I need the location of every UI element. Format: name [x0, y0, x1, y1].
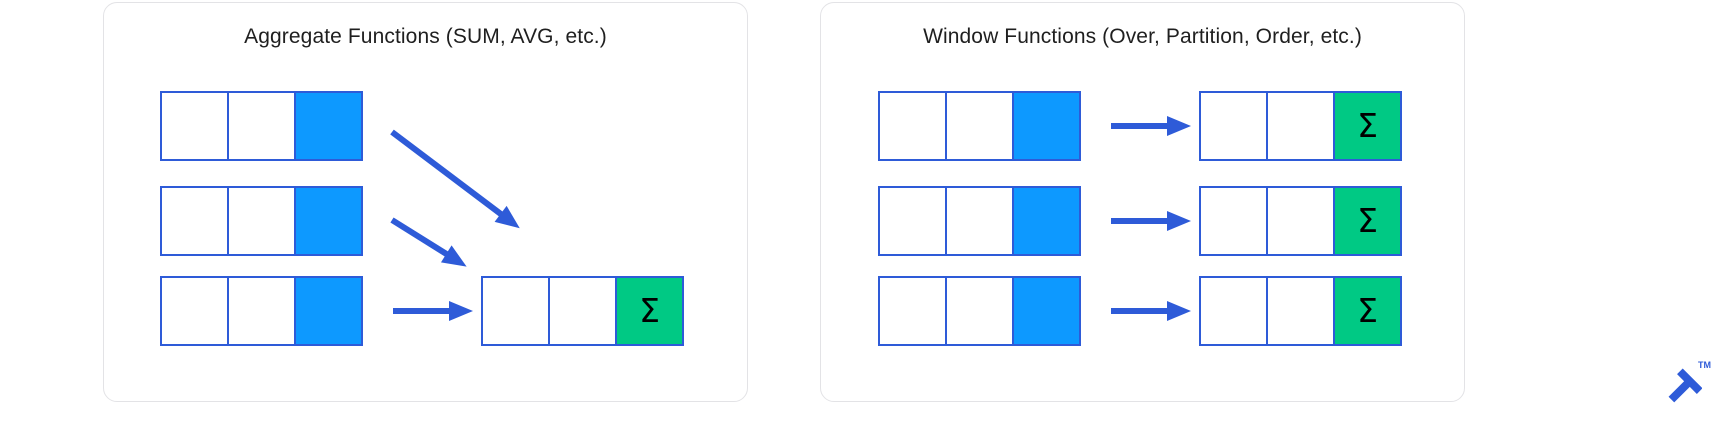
table-row-result: Σ — [481, 276, 684, 346]
sigma-icon: Σ — [1357, 105, 1378, 145]
table-row — [160, 91, 363, 161]
table-cell-value — [294, 276, 363, 346]
table-cell-empty — [945, 276, 1014, 346]
table-cell-value — [1012, 91, 1081, 161]
sigma-icon: Σ — [1357, 290, 1378, 330]
panel-title-window: Window Functions (Over, Partition, Order… — [923, 25, 1362, 48]
table-cell-empty — [878, 276, 947, 346]
table-cell-empty — [160, 276, 229, 346]
table-cell-result: Σ — [1333, 276, 1402, 346]
table-cell-empty — [1199, 91, 1268, 161]
table-cell-empty — [160, 186, 229, 256]
panel-title-aggregate: Aggregate Functions (SUM, AVG, etc.) — [244, 25, 607, 48]
table-cell-value — [294, 91, 363, 161]
table-row — [878, 186, 1081, 256]
arrow-horizontal-row3 — [393, 301, 473, 321]
table-cell-empty — [160, 91, 229, 161]
brand-watermark: TM — [1662, 360, 1720, 408]
table-cell-value — [1012, 276, 1081, 346]
table-cell-empty — [227, 276, 296, 346]
table-row-result: Σ — [1199, 91, 1402, 161]
table-row — [160, 186, 363, 256]
table-cell-empty — [1266, 186, 1335, 256]
table-cell-result: Σ — [615, 276, 684, 346]
table-row — [160, 276, 363, 346]
table-cell-empty — [945, 186, 1014, 256]
table-cell-empty — [878, 91, 947, 161]
table-cell-result: Σ — [1333, 186, 1402, 256]
toptal-logo-icon — [1668, 368, 1702, 403]
table-cell-value — [294, 186, 363, 256]
table-row-result: Σ — [1199, 186, 1402, 256]
trademark-label: TM — [1698, 360, 1711, 370]
table-cell-empty — [1199, 186, 1268, 256]
table-cell-empty — [481, 276, 550, 346]
arrow-horizontal-row3 — [1111, 301, 1191, 321]
table-cell-empty — [878, 186, 947, 256]
table-cell-empty — [1266, 91, 1335, 161]
table-cell-empty — [227, 186, 296, 256]
table-cell-result: Σ — [1333, 91, 1402, 161]
table-row — [878, 276, 1081, 346]
table-cell-value — [1012, 186, 1081, 256]
table-row — [878, 91, 1081, 161]
arrow-horizontal-row2 — [1111, 211, 1191, 231]
sigma-icon: Σ — [1357, 200, 1378, 240]
table-cell-empty — [548, 276, 617, 346]
table-cell-empty — [227, 91, 296, 161]
table-cell-empty — [945, 91, 1014, 161]
table-row-result: Σ — [1199, 276, 1402, 346]
table-cell-empty — [1199, 276, 1268, 346]
arrow-horizontal-row1 — [1111, 116, 1191, 136]
sigma-icon: Σ — [639, 290, 660, 330]
table-cell-empty — [1266, 276, 1335, 346]
